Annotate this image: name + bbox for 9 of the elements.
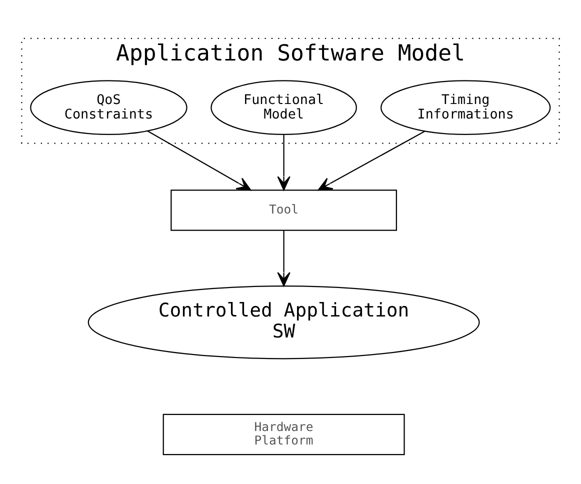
node-box: Hardware Platform [162, 414, 405, 456]
node-ellipse: Timing Informations [380, 80, 551, 135]
arrow [277, 134, 290, 191]
arrow [277, 230, 290, 286]
arrow [147, 130, 252, 191]
node-box: Tool [170, 190, 397, 231]
node-ellipse: Functional Model [210, 80, 357, 135]
node-ellipse: Controlled Application SW [88, 285, 480, 360]
node-ellipse: QoS Constraints [30, 80, 188, 135]
